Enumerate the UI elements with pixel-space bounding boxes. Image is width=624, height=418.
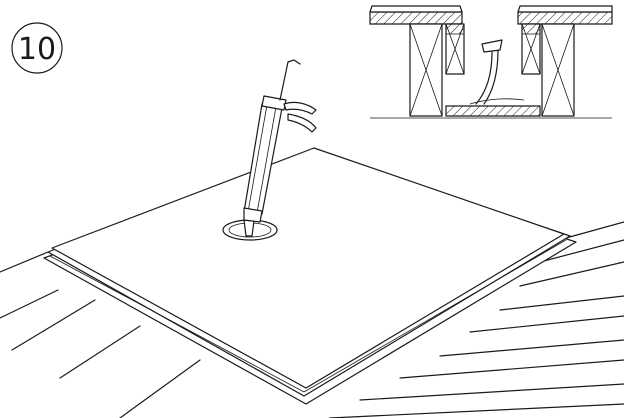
caulking-gun-icon xyxy=(243,59,317,237)
step-number-circle xyxy=(11,22,63,74)
cross-section-detail xyxy=(369,5,613,119)
floor-planks xyxy=(0,221,624,418)
step-number-badge: 10 xyxy=(11,22,63,74)
floor-panel xyxy=(51,147,565,389)
step-number: 10 xyxy=(18,32,56,67)
